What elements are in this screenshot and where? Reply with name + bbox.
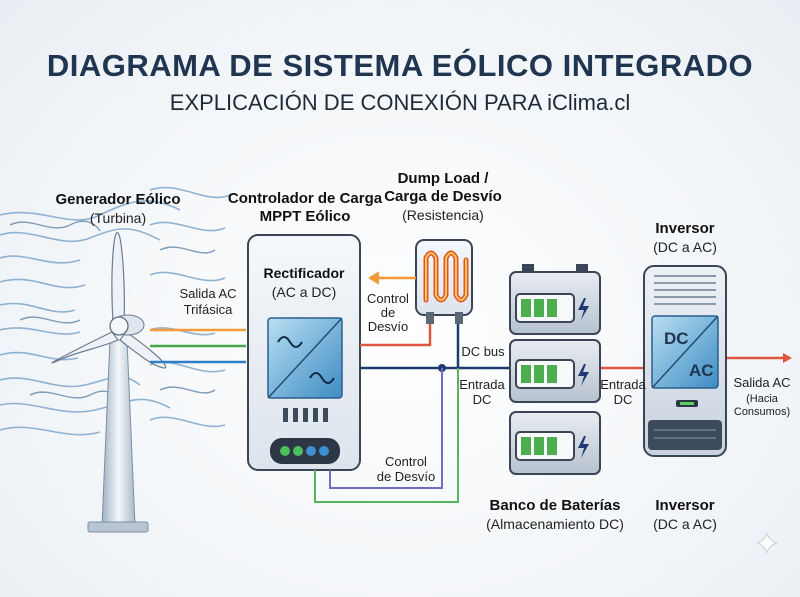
dump-load-label-2: Carga de Desvío — [384, 188, 502, 205]
turbine-blade-right — [119, 331, 167, 369]
control-lower-1: Control — [385, 454, 427, 469]
dump-load-label-3: (Resistencia) — [402, 207, 484, 223]
controller-label-1: Controlador de Carga — [227, 190, 383, 207]
control-upper-2: de — [380, 305, 396, 320]
battery-bank-label: Banco de Baterías — [489, 497, 621, 514]
inverter-sublabel-top: (DC a AC) — [653, 239, 717, 255]
control-upper-1: Control — [367, 291, 409, 306]
inverter-face-ac: AC — [689, 361, 714, 380]
ac-output-label-1: Salida AC — [179, 286, 237, 301]
entrada-dc-right-1: Entrada — [600, 377, 646, 392]
wire-control-green — [314, 368, 459, 503]
dump-load-resistor — [415, 239, 473, 324]
battery-2 — [509, 339, 601, 403]
turbine-blade-up — [111, 232, 125, 323]
battery-bank — [509, 264, 601, 475]
output-final-1: Salida AC — [733, 375, 791, 390]
charge-controller — [247, 234, 361, 471]
control-lower-2: de Desvío — [376, 469, 436, 484]
inverter-label-bottom: Inversor — [655, 497, 715, 514]
wire-control-purple — [329, 368, 443, 489]
inverter-label-top: Inversor — [655, 220, 715, 237]
inverter-sublabel-bottom: (DC a AC) — [653, 516, 717, 532]
generator-sublabel: (Turbina) — [89, 210, 147, 226]
entrada-dc-right-2: DC — [613, 392, 633, 407]
wind-turbine — [51, 232, 167, 533]
battery-3 — [509, 411, 601, 475]
rectifier-title: Rectificador — [263, 265, 345, 281]
inverter-unit — [643, 265, 727, 457]
wire-dump-red — [360, 324, 432, 347]
rectifier-sublabel: (AC a DC) — [271, 284, 337, 300]
page-subtitle: EXPLICACIÓN DE CONEXIÓN PARA iClima.cl — [169, 90, 631, 115]
inverter-face-dc: DC — [664, 329, 689, 348]
output-final-3: Consumos) — [733, 406, 791, 418]
battery-1 — [509, 264, 601, 335]
battery-bank-sublabel: (Almacenamiento DC) — [486, 516, 624, 532]
turbine-hub — [109, 316, 129, 336]
dump-load-label-1: Dump Load / — [397, 170, 489, 187]
ac-lines — [150, 328, 246, 364]
entrada-dc-left-1: Entrada — [459, 377, 505, 392]
entrada-dc-left-2: DC — [472, 392, 492, 407]
ac-output-label-2: Trifásica — [183, 302, 233, 317]
output-final-2: (Hacia — [746, 393, 778, 405]
sparkle-icon — [756, 532, 778, 554]
generator-label: Generador Eólico — [55, 191, 181, 208]
turbine-tower — [101, 339, 136, 526]
turbine-blade-left — [51, 331, 119, 364]
control-upper-3: Desvío — [367, 319, 409, 334]
page-title: DIAGRAMA DE SISTEMA EÓLICO INTEGRADO — [46, 48, 754, 83]
turbine-base — [87, 521, 149, 533]
controller-label-2: MPPT Eólico — [259, 208, 351, 225]
dc-bus-label: DC bus — [461, 344, 505, 359]
